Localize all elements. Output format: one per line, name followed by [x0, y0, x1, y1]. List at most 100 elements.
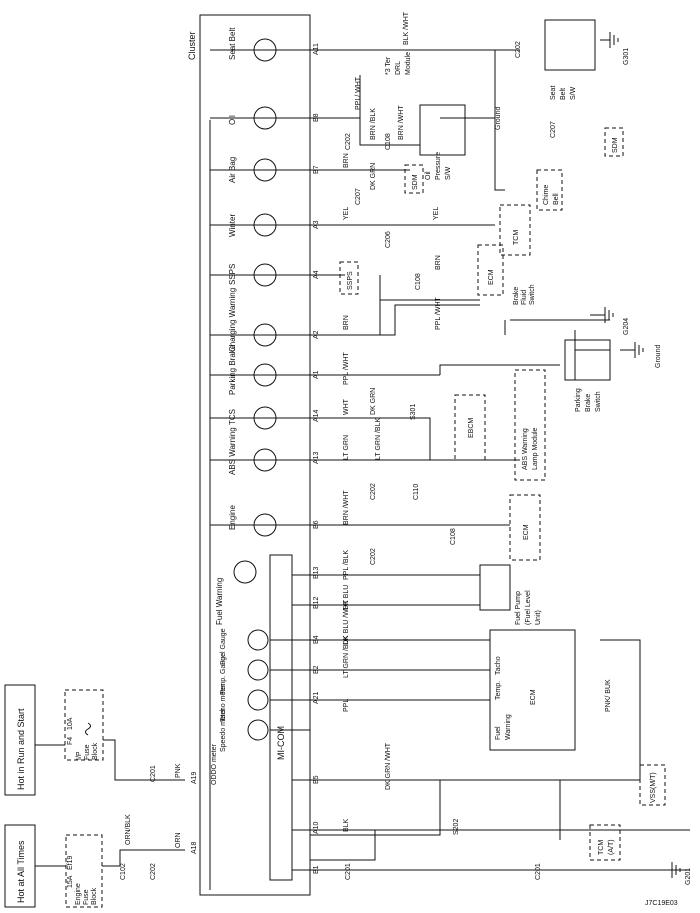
lamp-label-0: Seat Belt [228, 27, 237, 60]
svg-text:PPL /WHT: PPL /WHT [343, 351, 350, 385]
parking-brake-switch [564, 339, 611, 381]
ssps-box [339, 261, 359, 295]
wire-orn-blk: ORN/BLK [125, 814, 132, 845]
gauge-icon [247, 629, 269, 651]
svg-text:PPL: PPL [343, 699, 350, 712]
svg-text:Belt: Belt [560, 88, 567, 100]
micom-label: MI-COM [276, 726, 286, 760]
svg-text:C201: C201 [535, 863, 542, 880]
svg-text:Seat: Seat [550, 86, 557, 100]
gauge-label-3: Speedo meter [220, 707, 227, 752]
lamp-label-2: Air Bag [228, 157, 237, 183]
svg-text:BRN: BRN [435, 255, 442, 270]
fuse-f4-icon [85, 722, 91, 736]
ecm-box-2 [509, 494, 541, 561]
svg-text:Brake: Brake [585, 394, 592, 412]
svg-text:DK GRN: DK GRN [370, 388, 377, 415]
external-wires [310, 49, 690, 871]
wire-labels: BLK /WHT PPL/ WHT BRN /BLK BRN /WHT BRN … [343, 11, 612, 832]
wire-all-feed [35, 849, 185, 867]
ip-fuse-block [64, 689, 104, 761]
svg-text:BLK /WHT: BLK /WHT [403, 11, 410, 45]
svg-text:Warning: Warning [505, 714, 512, 740]
gauge-label-4: ODDO meter [211, 743, 218, 785]
ebcm-box [454, 394, 486, 461]
svg-text:C201: C201 [150, 765, 157, 782]
svg-text:C108: C108 [450, 528, 457, 545]
svg-text:Tacho: Tacho [495, 656, 502, 675]
tcm-at-box [589, 824, 621, 861]
wire-orn: ORN [175, 832, 182, 848]
svg-text:TCM: TCM [513, 230, 520, 245]
svg-text:S/W: S/W [570, 86, 577, 100]
svg-text:Oil: Oil [425, 171, 432, 180]
hot-all-times-label: Hot at All Times [16, 840, 26, 903]
svg-text:LT GRN: LT GRN [343, 435, 350, 460]
svg-text:Chime: Chime [543, 185, 550, 205]
f4-label: F4 [67, 737, 74, 745]
seat-belt-switch [544, 19, 596, 71]
svg-text:Pressure: Pressure [435, 152, 442, 180]
svg-text:C108: C108 [385, 133, 392, 150]
svg-text:Switch: Switch [595, 391, 602, 412]
figure-id: J7C19E03 [645, 900, 678, 907]
lamp-icon [233, 560, 257, 584]
lamp-label-9: Engine [228, 505, 237, 530]
svg-text:Module: Module [405, 52, 412, 75]
svg-text:SSPS: SSPS [347, 271, 354, 290]
micom-bar [269, 554, 293, 881]
svg-text:WHT: WHT [343, 398, 350, 415]
gauge-icon [247, 689, 269, 711]
lamp-label-7: TCS [228, 409, 237, 425]
svg-text:B13: B13 [313, 566, 320, 579]
tcm-box [499, 204, 531, 256]
svg-text:Brake: Brake [513, 287, 520, 305]
svg-text:C207: C207 [550, 121, 557, 138]
svg-text:(Fuel Level: (Fuel Level [525, 590, 532, 625]
svg-text:YEL: YEL [343, 207, 350, 220]
svg-text:A18: A18 [191, 841, 198, 854]
svg-text:BRN: BRN [343, 153, 350, 168]
svg-text:PPL /BLK: PPL /BLK [343, 550, 350, 580]
lamp-label-3: Winter [228, 214, 237, 237]
cluster-box [199, 14, 311, 896]
svg-text:C201: C201 [345, 863, 352, 880]
svg-text:G201: G201 [685, 868, 692, 885]
fuel-pump-box [479, 564, 511, 611]
svg-text:C102: C102 [120, 863, 127, 880]
svg-text:C202: C202 [370, 548, 377, 565]
svg-text:BRN /WHT: BRN /WHT [398, 105, 405, 140]
svg-text:A10: A10 [313, 821, 320, 834]
lamp-label-10: Fuel Warning [215, 578, 224, 625]
svg-text:YEL: YEL [433, 207, 440, 220]
drl-module: *3 Ter DRL Module [385, 52, 412, 75]
svg-text:Ground: Ground [655, 345, 662, 368]
svg-text:S202: S202 [453, 819, 460, 835]
svg-text:Bell: Bell [553, 193, 560, 205]
svg-text:Switch: Switch [529, 284, 536, 305]
svg-text:Parking: Parking [575, 388, 582, 412]
eng-fuse-label-1: Engine [75, 883, 82, 905]
svg-text:BRN: BRN [343, 315, 350, 330]
gauge-icon [247, 719, 269, 741]
svg-text:ECM: ECM [523, 524, 530, 540]
eng-fuse-label-3: Block [91, 887, 98, 905]
svg-text:C202: C202 [150, 863, 157, 880]
svg-text:C110: C110 [413, 484, 420, 500]
lamp-label-4: SSPS [228, 264, 237, 285]
lamp-group [233, 38, 277, 584]
svg-text:PPL /WHT: PPL /WHT [435, 296, 442, 330]
svg-text:A19: A19 [191, 771, 198, 784]
svg-text:A13: A13 [313, 451, 320, 464]
svg-text:DRL: DRL [395, 61, 402, 75]
eng-fuse-label-2: Fuse [83, 889, 90, 905]
svg-text:BRN /WHT: BRN /WHT [343, 490, 350, 525]
ip-fuse-label-1: I/P [76, 751, 83, 760]
svg-text:TCM: TCM [598, 840, 605, 855]
svg-text:SDM: SDM [412, 174, 419, 190]
ip-fuse-label-2: Fuse [84, 744, 91, 760]
svg-text:C206: C206 [385, 231, 392, 248]
lamp-label-6: Parking Brake [228, 344, 237, 395]
svg-text:DK BLU: DK BLU [343, 585, 350, 610]
svg-text:ABS Warning: ABS Warning [522, 428, 529, 470]
